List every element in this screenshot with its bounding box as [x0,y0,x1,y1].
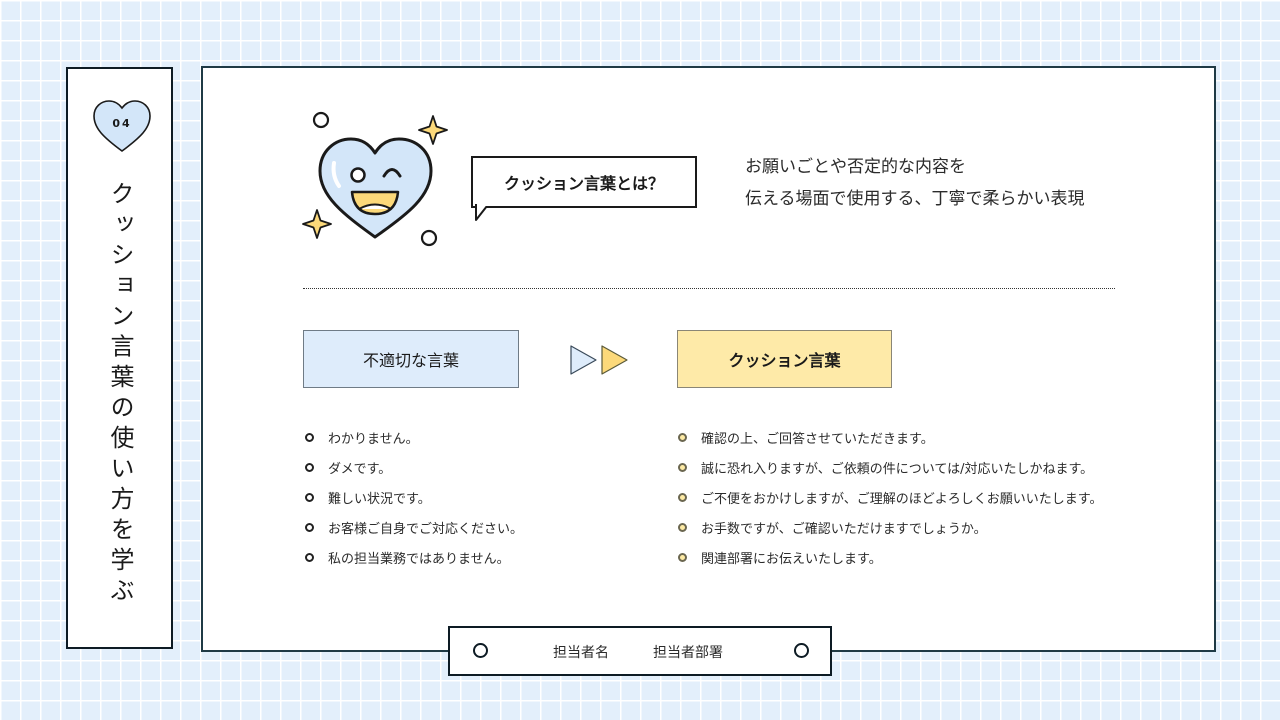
section-number: 04 [112,117,131,130]
side-title: クッション言葉の使い方を学ぶ [106,181,134,608]
bullet-icon [305,432,314,442]
cushion-words-label: クッション言葉 [677,330,892,388]
list-item: お手数ですが、ご確認いただけますでしょうか。 [678,512,1102,542]
smiling-heart-mascot-icon [302,111,448,247]
presenter-department: 担当者部署 [653,645,723,661]
list-item: 誠に恐れ入りますが、ご依頼の件については/対応いたしかねます。 [678,452,1102,482]
speech-bubble-title: クッション言葉とは？ [471,156,697,208]
intro-line-1: お願いごとや否定的な内容を [745,157,966,177]
list-item: 難しい状況です。 [305,482,523,512]
bullet-icon [678,552,687,562]
bullet-icon [305,462,314,472]
presenter-footer: 担当者名 担当者部署 [448,626,832,676]
list-item: わかりません。 [305,422,523,452]
heart-badge-icon: 04 [93,100,151,152]
list-item: ダメです。 [305,452,523,482]
bullet-icon [678,462,687,472]
bullet-icon [678,522,687,532]
sidebar-panel: 04 クッション言葉の使い方を学ぶ [66,67,173,649]
list-item: ご不便をおかけしますが、ご理解のほどよろしくお願いいたします。 [678,482,1102,512]
list-item: 私の担当業務ではありません。 [305,542,523,572]
intro-text: お願いごとや否定的な内容を 伝える場面で使用する、丁寧で柔らかい表現 [745,151,1085,215]
double-arrow-icon [570,345,628,375]
ring-left-icon [473,643,488,658]
dotted-divider [303,288,1115,289]
bullet-icon [678,432,687,442]
inappropriate-words-label: 不適切な言葉 [303,330,519,388]
bullet-icon [305,492,314,502]
inappropriate-words-list: わかりません。 ダメです。 難しい状況です。 お客様ご自身でご対応ください。 私… [305,422,523,572]
list-item: 関連部署にお伝えいたします。 [678,542,1102,572]
cushion-words-list: 確認の上、ご回答させていただきます。 誠に恐れ入りますが、ご依頼の件については/… [678,422,1102,572]
list-item: お客様ご自身でご対応ください。 [305,512,523,542]
intro-line-2: 伝える場面で使用する、丁寧で柔らかい表現 [745,189,1085,209]
main-panel: クッション言葉とは？ お願いごとや否定的な内容を 伝える場面で使用する、丁寧で柔… [201,66,1216,652]
list-item: 確認の上、ご回答させていただきます。 [678,422,1102,452]
speech-bubble-tail-icon [475,204,498,221]
bullet-icon [305,522,314,532]
ring-right-icon [794,643,809,658]
bullet-icon [305,552,314,562]
bullet-icon [678,492,687,502]
presenter-name: 担当者名 [553,645,609,661]
